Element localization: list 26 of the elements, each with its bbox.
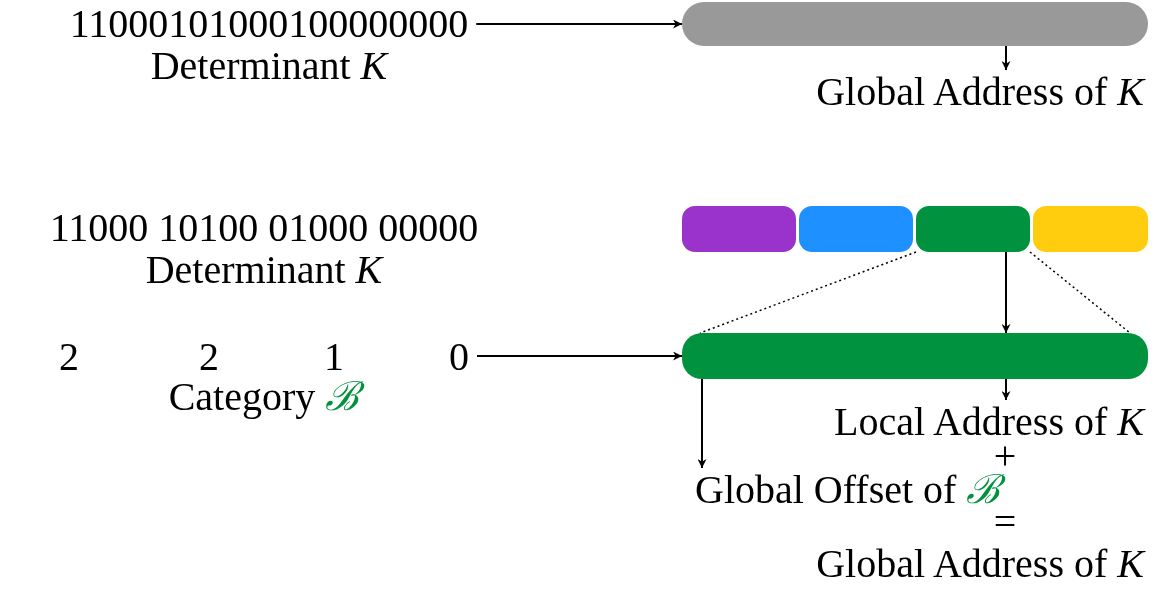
equals-sign: =	[993, 500, 1018, 544]
memory-bar	[682, 206, 796, 252]
arrow	[1001, 378, 1011, 401]
caption-text: Determinant K	[145, 248, 385, 292]
category-number: 1	[324, 335, 345, 379]
dotted-line	[1029, 251, 1131, 334]
category-number: 2	[59, 335, 80, 379]
text-label: Local Address of K	[834, 400, 1146, 444]
arrow	[1001, 45, 1011, 71]
arrow	[1001, 251, 1011, 334]
memory-bar	[682, 333, 1148, 379]
text-label: Global Address of K	[816, 70, 1146, 114]
arrow	[697, 378, 707, 469]
category-number: 2	[199, 335, 220, 379]
dotted-line	[699, 251, 917, 334]
bit-string: 11000101000100000000	[69, 2, 470, 46]
memory-bar	[1033, 206, 1148, 252]
category-number: 0	[449, 335, 470, 379]
memory-bar	[799, 206, 913, 252]
caption-text: Determinant K	[150, 44, 390, 88]
arrow	[475, 19, 683, 29]
result-text: Global Address of K	[816, 542, 1146, 586]
bit-string: 11000 10100 01000 00000	[49, 206, 480, 250]
arrow	[476, 351, 683, 361]
memory-bar	[916, 206, 1030, 252]
memory-bar	[682, 2, 1148, 46]
